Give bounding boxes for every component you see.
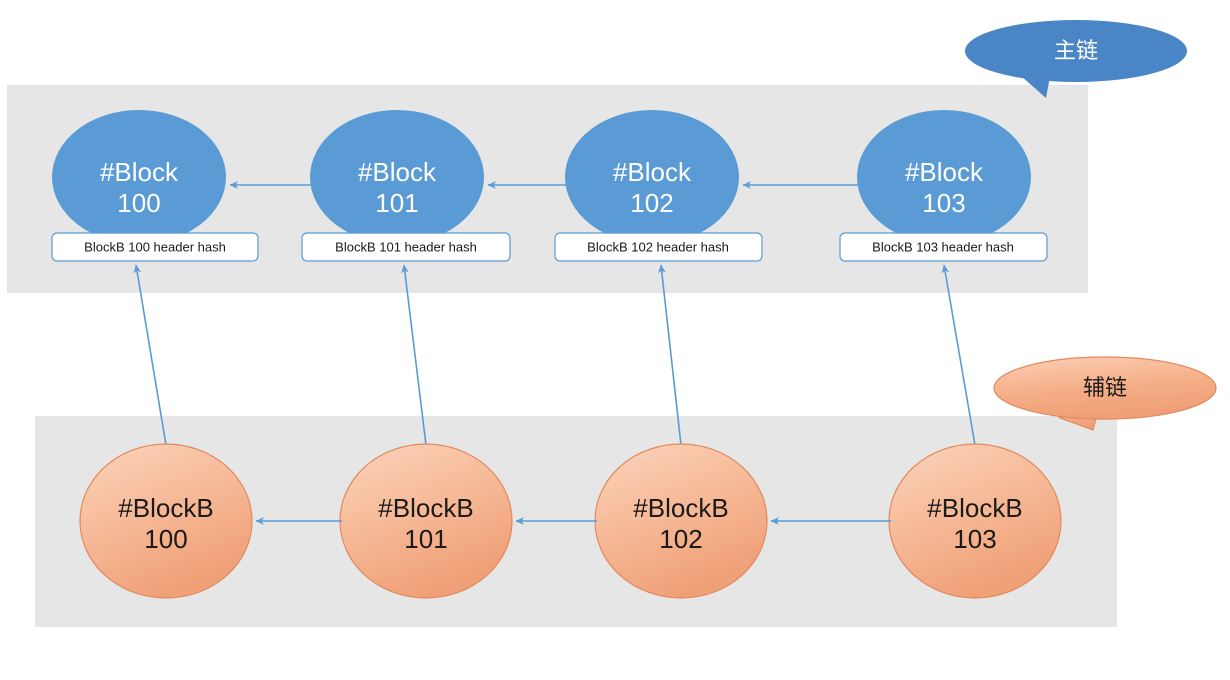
main-block-label-line2-100: 100	[117, 188, 160, 218]
main-block-circle-100[interactable]	[52, 110, 226, 244]
main-chain-node-103[interactable]: #Block 103	[857, 110, 1031, 244]
header-hash-text-101: BlockB 101 header hash	[335, 239, 477, 254]
aux-chain-node-100[interactable]: #BlockB 100	[79, 443, 253, 599]
aux-block-label-line2-101: 101	[404, 524, 447, 554]
aux-block-label-line2-102: 102	[659, 524, 702, 554]
cross-link-arrow-103	[941, 264, 976, 446]
main-chain-node-100[interactable]: #Block 100	[52, 110, 226, 244]
cross-link-arrow-102	[658, 264, 682, 446]
header-hash-box-103[interactable]: BlockB 103 header hash	[839, 232, 1048, 262]
cross-link-arrow-100	[133, 264, 167, 446]
aux-chain-node-103[interactable]: #BlockB 103	[888, 443, 1062, 599]
aux-chain-callout-bubble[interactable]	[993, 356, 1217, 420]
aux-chain-callout[interactable]: 辅链	[993, 356, 1217, 431]
aux-chain-node-101[interactable]: #BlockB 101	[339, 443, 513, 599]
main-chain-callout[interactable]: 主链	[965, 20, 1187, 98]
main-chain-callout-label: 主链	[1054, 38, 1098, 63]
main-chain-nodes: #Block 100 #Block 101 #Block 102 #Block …	[52, 110, 1031, 244]
main-block-label-line1-101: #Block	[358, 157, 437, 187]
main-block-label-line2-101: 101	[375, 188, 418, 218]
aux-block-label-line2-103: 103	[953, 524, 996, 554]
header-hash-box-rect-100[interactable]	[51, 232, 259, 262]
header-hash-boxes: BlockB 100 header hash BlockB 101 header…	[51, 232, 1048, 262]
aux-block-circle-100[interactable]	[79, 443, 253, 599]
main-block-circle-102[interactable]	[565, 110, 739, 244]
cross-link-arrows	[133, 264, 976, 446]
header-hash-box-rect-101[interactable]	[301, 232, 511, 262]
main-block-label-line1-100: #Block	[100, 157, 179, 187]
header-hash-box-rect-102[interactable]	[554, 232, 763, 262]
header-hash-text-102: BlockB 102 header hash	[587, 239, 729, 254]
main-block-label-line1-103: #Block	[905, 157, 984, 187]
main-block-label-line1-102: #Block	[613, 157, 692, 187]
main-block-circle-101[interactable]	[310, 110, 484, 244]
header-hash-box-102[interactable]: BlockB 102 header hash	[554, 232, 763, 262]
aux-block-label-line1-101: #BlockB	[378, 493, 473, 523]
main-chain-callout-bubble[interactable]	[965, 20, 1187, 82]
main-block-label-line2-103: 103	[922, 188, 965, 218]
header-hash-text-103: BlockB 103 header hash	[872, 239, 1014, 254]
header-hash-box-101[interactable]: BlockB 101 header hash	[301, 232, 511, 262]
aux-block-label-line2-100: 100	[144, 524, 187, 554]
aux-chain-callout-label: 辅链	[1083, 375, 1127, 400]
aux-chain-node-102[interactable]: #BlockB 102	[594, 443, 768, 599]
aux-block-label-line1-103: #BlockB	[927, 493, 1022, 523]
aux-chain-nodes: #BlockB 100 #BlockB 101 #BlockB 102 #Blo…	[79, 443, 1062, 599]
aux-block-label-line1-100: #BlockB	[118, 493, 213, 523]
header-hash-box-100[interactable]: BlockB 100 header hash	[51, 232, 259, 262]
main-block-label-line2-102: 102	[630, 188, 673, 218]
aux-block-label-line1-102: #BlockB	[633, 493, 728, 523]
header-hash-text-100: BlockB 100 header hash	[84, 239, 226, 254]
main-chain-node-101[interactable]: #Block 101	[310, 110, 484, 244]
cross-link-arrow-101	[401, 264, 427, 446]
header-hash-box-rect-103[interactable]	[839, 232, 1048, 262]
main-block-circle-103[interactable]	[857, 110, 1031, 244]
main-chain-node-102[interactable]: #Block 102	[565, 110, 739, 244]
